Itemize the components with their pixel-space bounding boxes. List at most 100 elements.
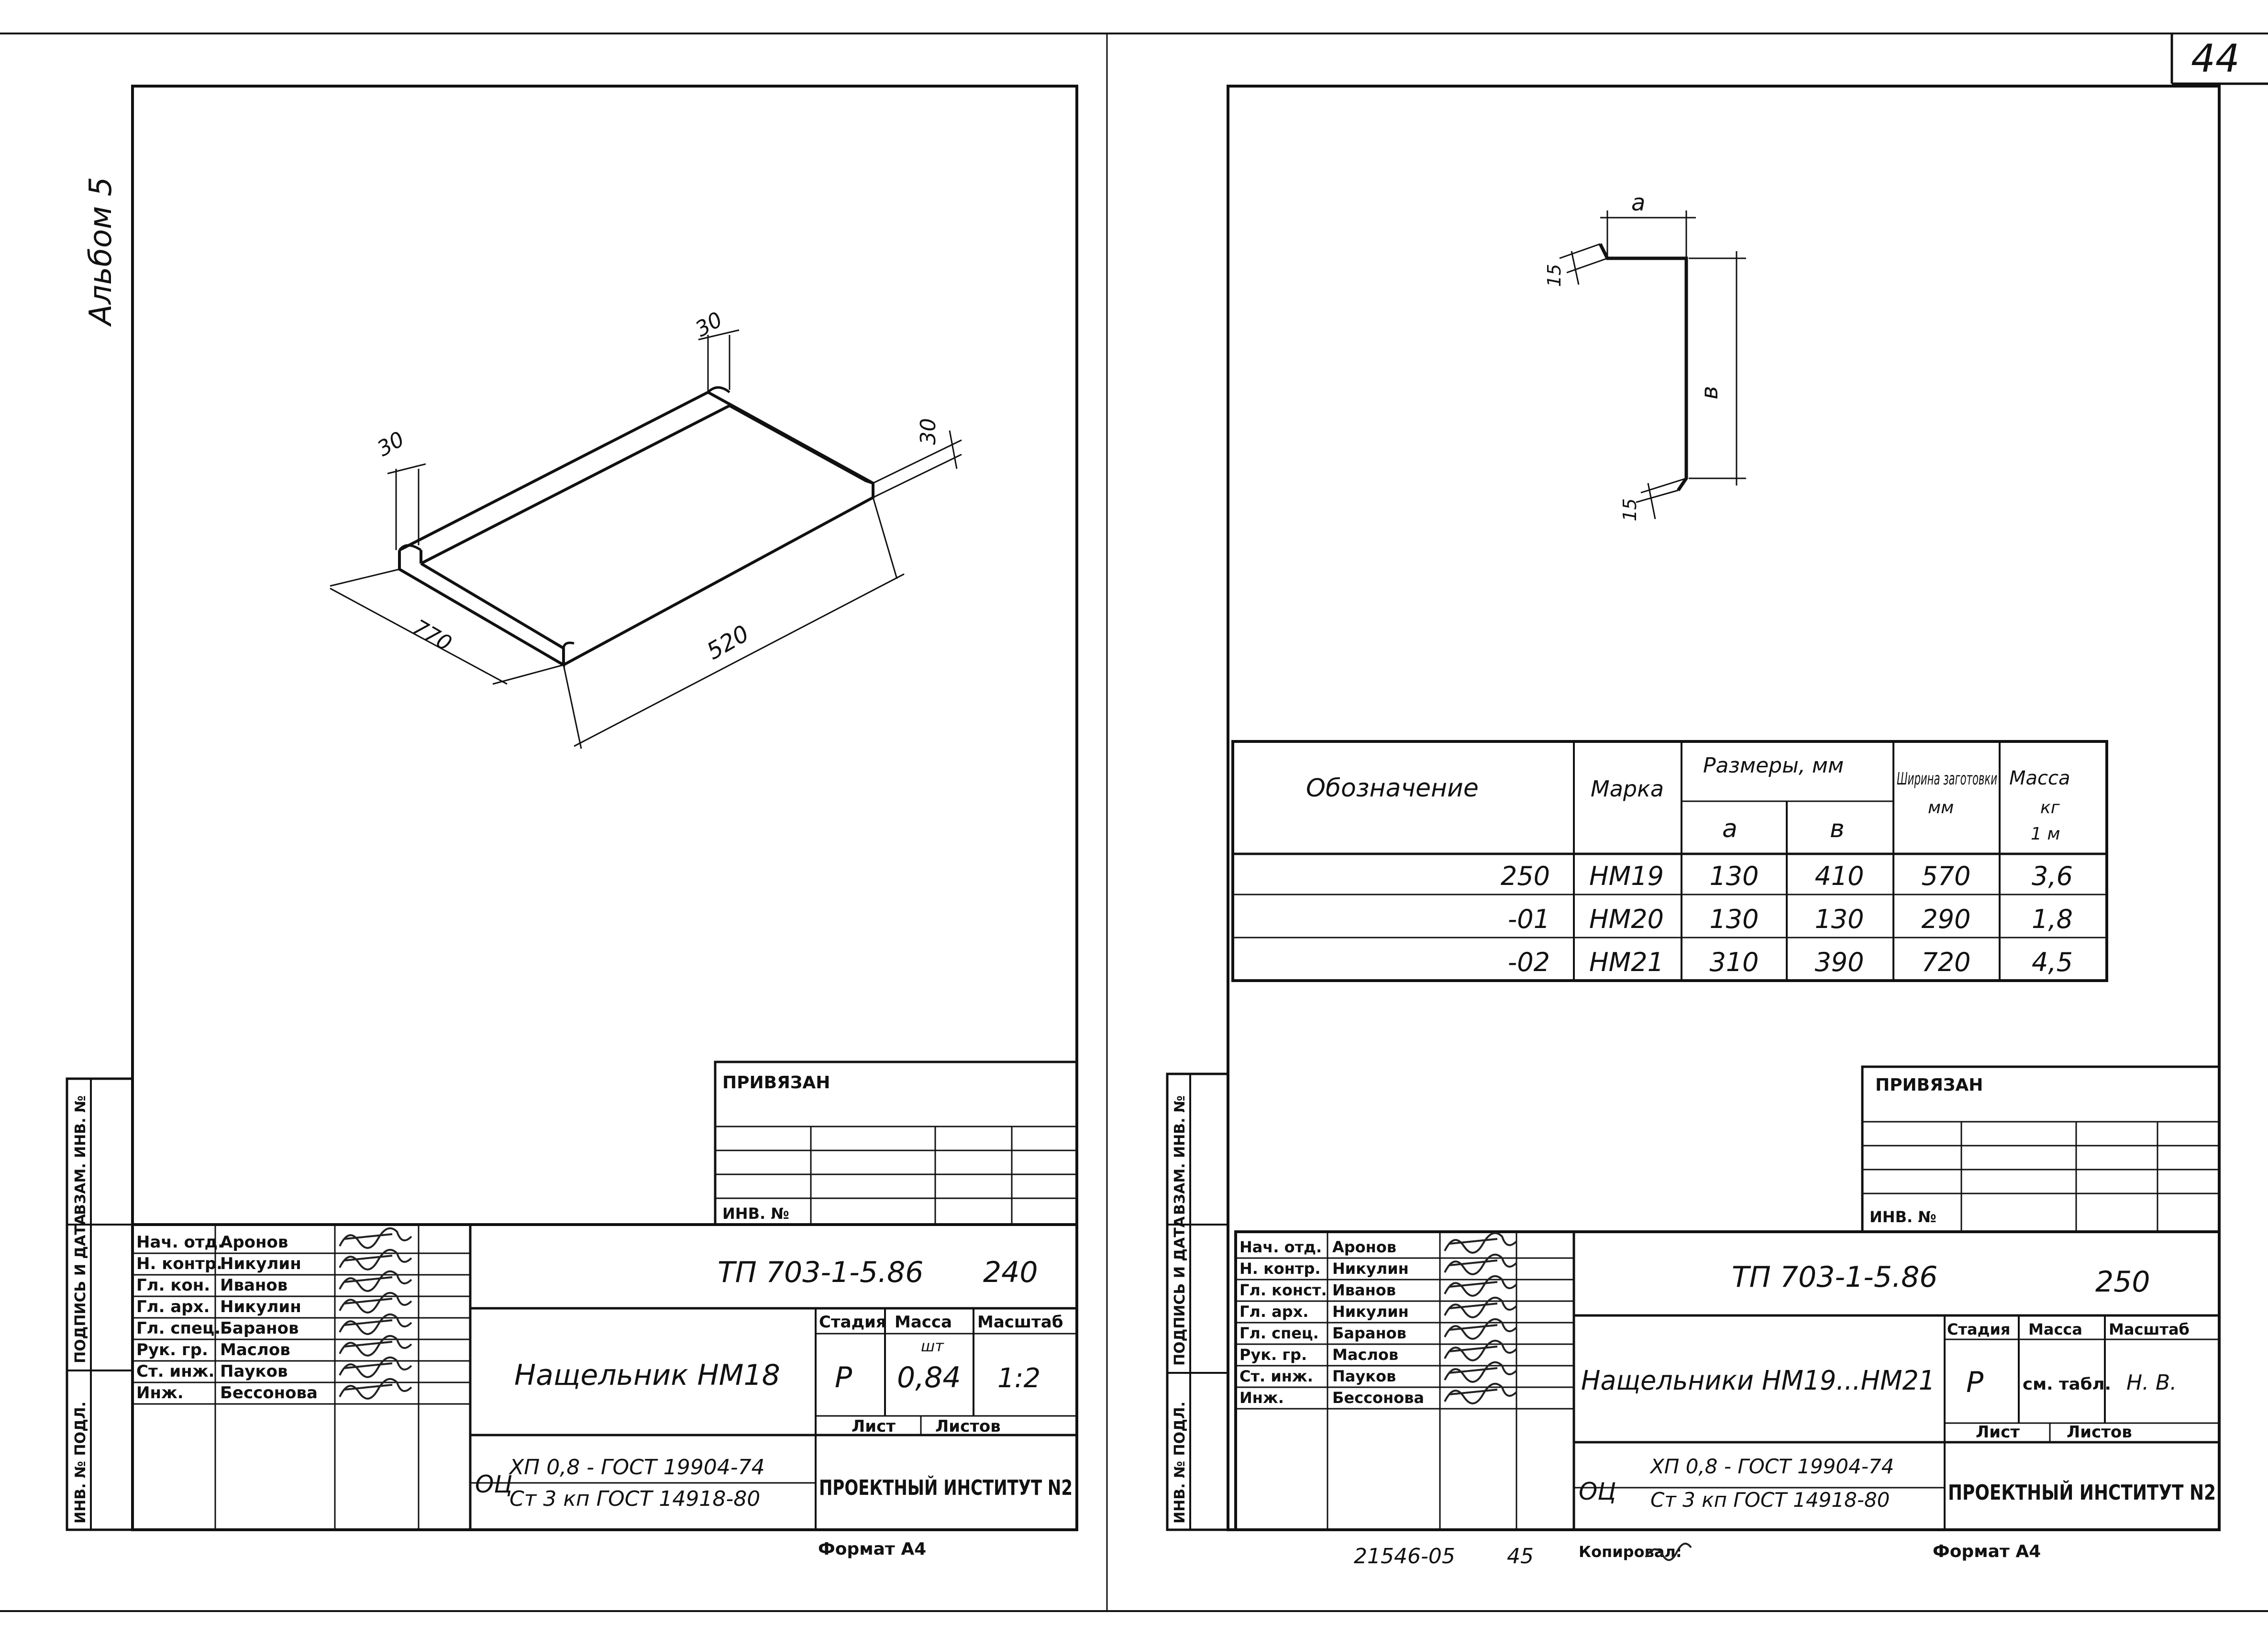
table-cell-mass: 4,5	[2032, 947, 2073, 977]
dim-30-left: 30	[373, 427, 409, 461]
left-staff-role: Гл. кон.	[136, 1276, 210, 1295]
left-title-frame	[131, 1223, 1078, 1531]
dim-a-lines	[1600, 210, 1696, 258]
signature-scribble	[1444, 1232, 1517, 1254]
signature-scribble	[339, 1292, 412, 1314]
signature-scribble	[1444, 1296, 1517, 1318]
left-listov-label: Листов	[935, 1417, 1001, 1436]
dim-30-right: 30	[691, 307, 727, 342]
table-cell-a: 130	[1709, 904, 1759, 934]
signature-scribble	[1444, 1382, 1517, 1404]
left-mass-unit: шт	[921, 1337, 944, 1355]
th-width: Ширина заготовки	[1897, 769, 1997, 789]
left-title: Нащельник НМ18	[514, 1359, 780, 1392]
table-cell-width: 290	[1921, 904, 1970, 934]
dim-770-lines	[330, 568, 564, 685]
vzam-inv-label: ВЗАМ. ИНВ. №	[72, 1095, 89, 1215]
signature-scribble	[339, 1248, 412, 1270]
th-mass-unit: кг	[2040, 798, 2060, 818]
right-profile-drawing: а в 15 15	[1544, 189, 1746, 521]
right-institute: ПРОЕКТНЫЙ ИНСТИТУТ N2	[1948, 1480, 2216, 1505]
album-label: Альбом 5	[83, 177, 119, 327]
dim-b: в	[1696, 386, 1723, 399]
right-staff-role: Инж.	[1239, 1389, 1284, 1407]
right-sheet-id: 250	[2095, 1265, 2150, 1299]
dim-a: а	[1631, 189, 1645, 216]
right-staff-name: Маслов	[1332, 1346, 1398, 1364]
right-staff-role: Гл. арх.	[1239, 1303, 1308, 1321]
dim-30-left-lines	[387, 463, 426, 550]
th-a: а	[1722, 815, 1737, 843]
left-scale-header: Масштаб	[977, 1313, 1063, 1332]
left-privyazan-label: ПРИВЯЗАН	[722, 1073, 830, 1093]
signature-scribble	[339, 1313, 412, 1335]
signature-scribble	[1444, 1275, 1517, 1297]
left-staff-name: Никулин	[220, 1297, 301, 1316]
right-code: ТП 703-1-5.86	[1732, 1260, 1937, 1294]
dim-30-side-lines	[873, 430, 962, 498]
right-privyazan-label: ПРИВЯЗАН	[1875, 1075, 1983, 1095]
right-material-prefix: ОЦ	[1579, 1478, 1616, 1505]
left-sheet: Альбом 5 ВЗАМ. ИНВ. № ПОДПИСЬ И ДАТА ИНВ…	[66, 85, 1078, 1559]
right-title: Нащельники НМ19...НМ21	[1581, 1365, 1935, 1396]
right-list-label: Лист	[1976, 1423, 2020, 1442]
right-staff-name: Баранов	[1332, 1324, 1406, 1342]
right-staff-role: Гл. спец.	[1239, 1324, 1319, 1342]
right-inv-podl-label: ИНВ. № ПОДЛ.	[1172, 1402, 1188, 1524]
table-cell-mark: НМ20	[1589, 904, 1664, 934]
right-material-top: ХП 0,8 - ГОСТ 19904-74	[1649, 1455, 1894, 1478]
sizes-table: Обозначение Марка Размеры, мм а в Ширина…	[1231, 740, 2108, 982]
th-sizes: Размеры, мм	[1703, 753, 1844, 778]
table-cell-designation: -02	[1508, 947, 1550, 977]
table-cell-a: 310	[1709, 947, 1759, 977]
th-b: в	[1830, 815, 1845, 843]
right-staff-name: Пауков	[1332, 1367, 1396, 1385]
right-stage-header: Стадия	[1947, 1320, 2010, 1338]
th-mark: Марка	[1591, 776, 1664, 802]
left-mass: 0,84	[897, 1361, 961, 1394]
table-cell-a: 130	[1709, 861, 1759, 891]
right-podpis-data-label: ПОДПИСЬ И ДАТА	[1172, 1216, 1188, 1366]
left-staff-role: Н. контр.	[136, 1254, 222, 1273]
right-staff-name: Никулин	[1332, 1303, 1409, 1321]
signature-scribble	[339, 1335, 412, 1357]
dim-b-lines	[1689, 251, 1746, 486]
sizes-table-frame	[1231, 740, 2108, 982]
table-cell-mark: НМ21	[1589, 947, 1664, 977]
left-material-bottom: Ст 3 кп ГОСТ 14918-80	[509, 1487, 760, 1511]
dim-15-bottom: 15	[1619, 498, 1640, 521]
table-cell-b: 130	[1814, 904, 1864, 934]
right-staff-name: Иванов	[1332, 1281, 1396, 1299]
right-scale-header: Масштаб	[2109, 1320, 2190, 1338]
dim-30-side: 30	[916, 418, 940, 445]
signature-scribble	[1444, 1253, 1517, 1275]
left-isometric-drawing: 30 30 30 770 520	[330, 307, 962, 749]
kopiroval-signature	[1645, 1543, 1692, 1561]
right-privyazan-block: ПРИВЯЗАН ИНВ. №	[1861, 1065, 2221, 1233]
inv-podl-label: ИНВ. № ПОДЛ.	[72, 1402, 89, 1524]
right-staff-role: Н. контр.	[1239, 1259, 1321, 1278]
right-material-bottom: Ст 3 кп ГОСТ 14918-80	[1650, 1488, 1890, 1512]
right-mass-header: Масса	[2028, 1320, 2082, 1338]
right-listov-label: Листов	[2067, 1423, 2132, 1442]
signature-scribble	[1444, 1318, 1517, 1340]
right-sheet: ВЗАМ. ИНВ. № ПОДПИСЬ И ДАТА ИНВ. № ПОДЛ.…	[1166, 85, 2221, 1569]
right-staff-role: Ст. инж.	[1239, 1367, 1313, 1385]
table-cell-mass: 1,8	[2032, 904, 2073, 934]
table-cell-designation: 250	[1501, 861, 1550, 891]
signature-scribble	[339, 1227, 412, 1249]
right-staff-role: Нач. отд.	[1239, 1238, 1322, 1256]
right-inv-no-label: ИНВ. №	[1870, 1208, 1936, 1226]
left-staff-role: Нач. отд.	[136, 1233, 224, 1252]
signature-scribble	[339, 1378, 412, 1400]
dim-30-right-lines	[698, 329, 740, 392]
right-title-frame	[1234, 1230, 2221, 1531]
table-cell-width: 570	[1921, 861, 1970, 891]
profile-outline	[1598, 243, 1688, 491]
th-mass: Масса	[2009, 767, 2070, 789]
signatures	[339, 1227, 1692, 1561]
right-format: Формат А4	[1933, 1542, 2041, 1561]
dim-15-top-lines	[1559, 243, 1608, 285]
left-staff-name: Баранов	[220, 1319, 299, 1338]
